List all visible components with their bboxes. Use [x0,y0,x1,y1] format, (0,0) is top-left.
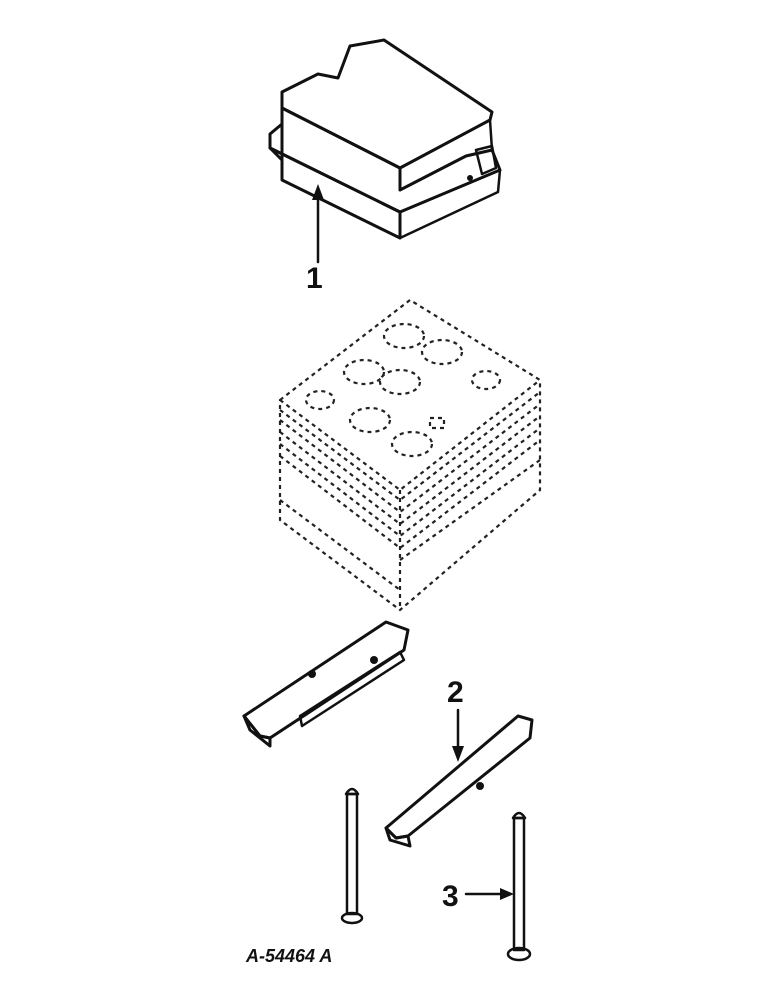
hold-down-clamp-left [242,620,410,748]
leader-arrow-2 [452,708,464,762]
j-bolt-right [506,811,532,962]
drawing-code: A-54464 A [245,946,332,966]
leader-arrow-1 [312,184,324,264]
battery-phantom [278,298,542,612]
callout-3: 3 [442,880,459,913]
j-bolt-left [340,787,364,925]
callout-2: 2 [447,676,464,709]
callout-1: 1 [306,262,323,295]
leader-arrow-3 [464,888,514,900]
hold-down-clamp-right [384,714,534,848]
battery-cover [268,38,502,240]
